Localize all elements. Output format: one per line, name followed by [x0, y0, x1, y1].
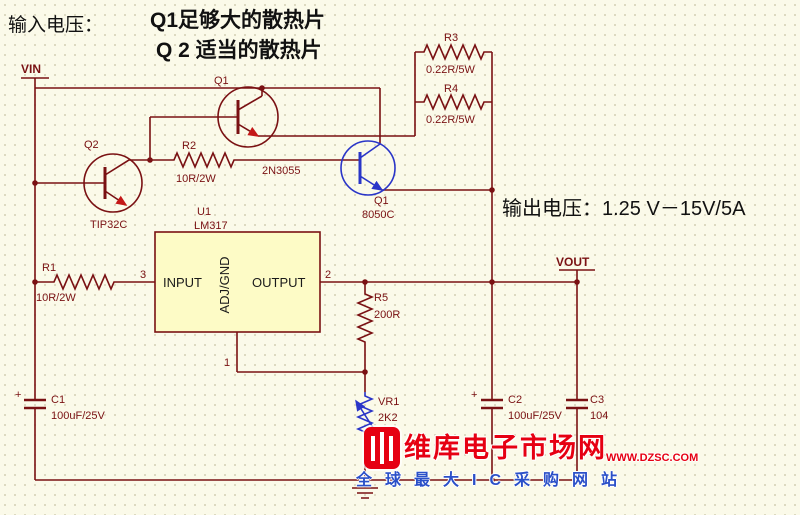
heatsink-note-line1: Q1足够大的散热片: [150, 8, 325, 32]
q1-ref: Q1: [214, 75, 229, 87]
r5-ref: R5: [374, 292, 388, 304]
r4-ref: R4: [444, 83, 458, 95]
input-voltage-label: 输入电压：: [8, 14, 103, 36]
r2-ref: R2: [182, 140, 196, 152]
transistor-q1-symbol: [217, 86, 279, 148]
q2-part: TIP32C: [90, 219, 127, 231]
potentiometer-vr1-symbol: [355, 392, 380, 439]
r2-value: 10R/2W: [176, 173, 216, 185]
resistor-r1-symbol: [35, 272, 155, 292]
c1-value: 100uF/25V: [51, 410, 105, 422]
r3-value: 0.22R/5W: [426, 64, 476, 76]
r5-value: 200R: [374, 309, 400, 321]
ground-symbol: [352, 480, 378, 499]
r1-ref: R1: [42, 262, 56, 274]
junction-dots: [32, 85, 580, 483]
ic-u1-body: [154, 231, 321, 333]
resistor-r2-symbol: [129, 150, 360, 170]
q3-body: [340, 140, 396, 196]
q1-body: [217, 86, 279, 148]
capacitor-c2-symbol: [481, 398, 503, 410]
q2-body: [83, 153, 143, 213]
c2-polarity: +: [471, 389, 477, 401]
c3-value: 104: [590, 410, 608, 422]
q1-base-wire: [149, 116, 238, 160]
c2-value: 100uF/25V: [508, 410, 562, 422]
q2-ref: Q2: [84, 139, 99, 151]
capacitor-c3-symbol: [566, 398, 588, 410]
u1-pin-number-2: 2: [325, 269, 331, 281]
vin-label: VIN: [21, 62, 41, 76]
resistor-r3-symbol: [415, 42, 492, 62]
resistor-r4-symbol: [415, 92, 492, 112]
transistor-q3-symbol: [340, 140, 396, 196]
u1-pin-number-3: 3: [140, 269, 146, 281]
q1-emitter-diag: [237, 123, 260, 137]
u1-pin-output: OUTPUT: [252, 275, 306, 290]
vin-port-wire: [21, 77, 380, 89]
resistor-r5-symbol: [355, 282, 375, 392]
q3-emitter-diag: [359, 175, 384, 191]
r1-value: 10R/2W: [36, 292, 76, 304]
q1-part: 2N3055: [262, 165, 301, 177]
c1-ref: C1: [51, 394, 65, 406]
resistors: [35, 42, 492, 392]
heatsink-note-line2: Q 2 适当的散热片: [156, 38, 322, 62]
transistor-q2-symbol: [83, 153, 143, 213]
capacitor-c1-symbol: [24, 398, 46, 410]
q3-part: 8050C: [362, 209, 394, 221]
q3-collector-diag: [359, 143, 381, 159]
q1-emitter-wire: [258, 52, 416, 137]
u1-pin-input: INPUT: [163, 275, 202, 290]
vr1-wiper-arrow: [355, 399, 380, 438]
output-voltage-label: 输出电压：1.25 V－15V/5A: [502, 197, 746, 220]
q3-ref: Q1: [374, 195, 389, 207]
u1-pin-number-1: 1: [224, 357, 230, 369]
c2-ref: C2: [508, 394, 522, 406]
wire-network: [21, 52, 595, 499]
c3-ref: C3: [590, 394, 604, 406]
c1-polarity: +: [15, 389, 21, 401]
q2-emitter-diag: [104, 190, 128, 206]
u1-ref: U1: [197, 206, 211, 218]
vout-label: VOUT: [556, 255, 590, 269]
capacitors: [24, 398, 588, 410]
q2-collector-diag: [104, 159, 130, 176]
u1-part: LM317: [194, 220, 228, 232]
vr1-ref: VR1: [378, 396, 399, 408]
u1-pin-adjgnd: ADJ/GND: [217, 256, 232, 313]
r4-value: 0.22R/5W: [426, 114, 476, 126]
r3-ref: R3: [444, 32, 458, 44]
q1-collector-diag: [237, 88, 263, 111]
vr1-value: 2K2: [378, 412, 398, 424]
adj-wire: [236, 332, 365, 373]
